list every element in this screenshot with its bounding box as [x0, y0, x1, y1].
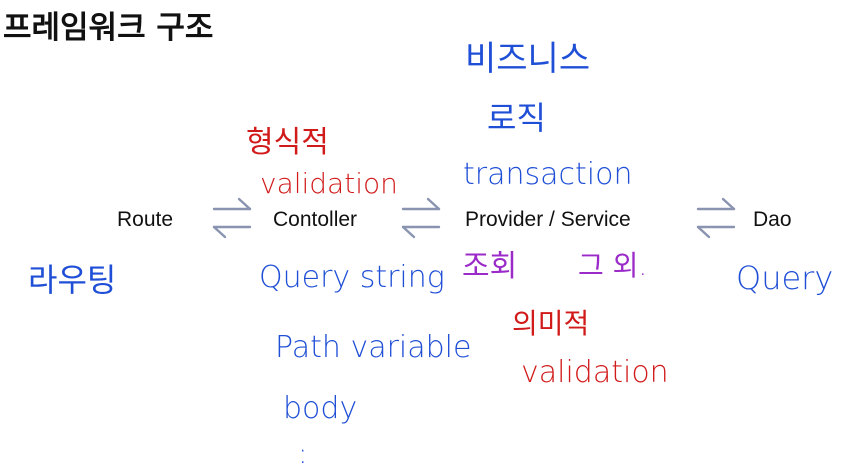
annotation-body: body — [283, 391, 358, 426]
annotation-semantic: 의미적 — [512, 307, 590, 340]
bidirectional-arrow-icon — [401, 197, 441, 239]
annotation-more: : — [298, 437, 308, 470]
annotation-query-string: Query string — [259, 260, 445, 295]
bidirectional-arrow-icon — [212, 197, 252, 239]
node-controller: Contoller — [273, 208, 358, 231]
annotation-business: 비즈니스 — [465, 39, 591, 79]
bidirectional-arrow-icon — [696, 197, 736, 239]
node-route: Route — [117, 208, 174, 231]
node-dao: Dao — [753, 208, 792, 231]
annotation-formal-validation: validation — [260, 167, 398, 200]
diagram-title: 프레임워크 구조 — [3, 10, 214, 46]
annotation-transaction: transaction — [463, 157, 633, 192]
annotation-read: 조회 — [462, 249, 518, 284]
annotation-logic: 로직 — [487, 99, 546, 137]
annotation-query: Query — [736, 259, 834, 297]
annotation-other: 그 외. — [578, 249, 648, 282]
annotation-path-variable: Path variable — [275, 330, 472, 365]
node-provider-service: Provider / Service — [465, 208, 631, 231]
annotation-semantic-validation: validation — [521, 355, 669, 390]
annotation-routing: 라우팅 — [28, 261, 117, 299]
annotation-formal: 형식적 — [246, 125, 329, 160]
